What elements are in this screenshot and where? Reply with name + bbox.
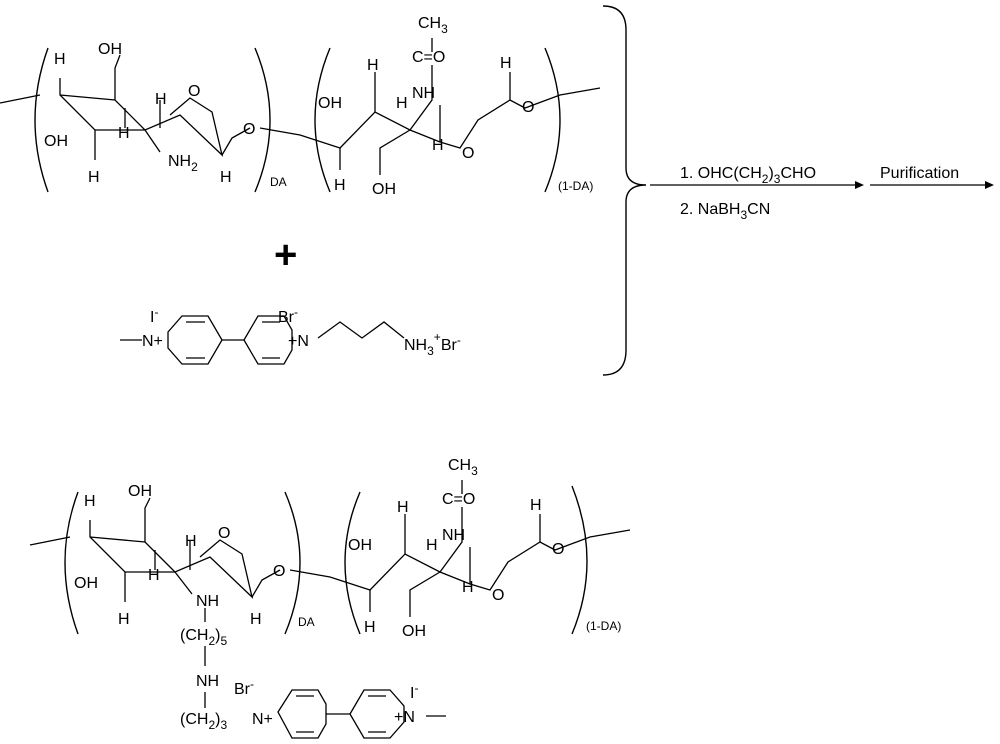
secondary-amine-label: NH	[196, 593, 219, 610]
oh-label: OH	[98, 41, 122, 58]
oh-label: OH	[128, 483, 152, 500]
amide-nh-label: NH	[412, 85, 435, 102]
one-minus-da-label: (1-DA)	[558, 179, 593, 193]
h-label: H	[84, 493, 96, 510]
bromide-label: Br-	[278, 305, 298, 326]
left-paren	[344, 491, 361, 635]
bromide-label: Br-	[234, 677, 254, 698]
reaction-arrow-step1: 1. OHC(CH2)3CHO 2. NaBH3CN	[650, 165, 864, 222]
oh-label: OH	[44, 133, 68, 150]
reactant-brace	[602, 5, 647, 376]
oh-label: OH	[74, 575, 98, 592]
n-plus-label: +N	[288, 333, 309, 350]
glycosidic-oxygen-label: O	[243, 121, 255, 138]
carbonyl-label: C=O	[412, 49, 445, 66]
h-label: H	[397, 499, 409, 516]
one-minus-da-label: (1-DA)	[586, 619, 621, 633]
reagent-nabh3cn: 2. NaBH3CN	[680, 201, 770, 222]
right-paren	[254, 47, 271, 193]
pentylene-label: (CH2)5	[180, 627, 227, 648]
reagent-glutaraldehyde: 1. OHC(CH2)3CHO	[680, 165, 816, 186]
h-label: H	[185, 533, 197, 550]
secondary-amine-label: NH	[196, 673, 219, 690]
right-paren	[571, 485, 588, 635]
h-label: H	[54, 51, 66, 68]
h-label: H	[462, 579, 474, 596]
n-plus-label: +N	[394, 709, 415, 726]
h-label: H	[334, 177, 346, 194]
h-label: H	[220, 169, 232, 186]
ring-oxygen-label: O	[552, 541, 564, 558]
h-label: H	[396, 95, 408, 112]
viologen-reactant: N+ I- +N Br- NH3+Br-	[120, 305, 461, 365]
ring-oxygen-label: O	[462, 145, 474, 162]
glucosamine-ring: H OH O H OH H NH2 H H O DA	[0, 41, 287, 193]
left-paren	[34, 47, 49, 193]
h-label: H	[432, 137, 444, 154]
glycosidic-oxygen-label: O	[273, 563, 285, 580]
h-label: H	[250, 611, 262, 628]
acetylglucosamine-ring: CH3 C=O NH H H OH H H O O H OH (1-DA)	[259, 15, 601, 198]
da-label: DA	[270, 175, 287, 189]
oh-label: OH	[348, 537, 372, 554]
amide-nh-label: NH	[442, 527, 465, 544]
reaction-arrow-purification: Purification	[870, 165, 994, 189]
oh-label: OH	[372, 181, 396, 198]
oh-label: OH	[318, 95, 342, 112]
left-paren	[314, 47, 331, 193]
pyridinium-ring	[243, 315, 293, 365]
left-paren	[64, 491, 79, 635]
n-plus-label: N+	[142, 333, 163, 350]
propylene-label: (CH2)3	[180, 711, 227, 732]
h-label: H	[426, 537, 438, 554]
carbonyl-label: C=O	[442, 491, 475, 508]
pyridinium-ring	[167, 315, 223, 365]
ring-oxygen-label: O	[522, 99, 534, 116]
da-label: DA	[298, 615, 315, 629]
h-label: H	[88, 169, 100, 186]
ring-oxygen-label: O	[492, 587, 504, 604]
right-paren	[544, 47, 561, 193]
amine-label: NH2	[168, 153, 198, 174]
plus-sign: +	[274, 233, 297, 277]
purification-label: Purification	[880, 165, 959, 182]
ring-oxygen-label: O	[218, 525, 230, 542]
pyridinium-ring	[277, 689, 327, 739]
h-label: H	[118, 125, 130, 142]
iodide-label: I-	[150, 305, 158, 326]
methyl-label: CH3	[418, 15, 448, 36]
chitosan-reactant: H OH O H OH H NH2 H H O DA CH3 C=O	[0, 15, 601, 198]
viologen-chitosan-product: H OH O H OH H NH H H O DA CH3 C=O	[29, 457, 631, 739]
h-label: H	[367, 57, 379, 74]
iodide-label: I-	[410, 681, 418, 702]
h-label: H	[530, 497, 542, 514]
pentyl-linker: (CH2)5 NH (CH2)3	[180, 608, 227, 732]
glucosamine-ring-substituted: H OH O H OH H NH H H O DA	[29, 483, 315, 635]
h-label: H	[364, 619, 376, 636]
ammonium-label: NH3+Br-	[404, 330, 461, 358]
h-label: H	[155, 91, 167, 108]
h-label: H	[148, 567, 160, 584]
oh-label: OH	[402, 623, 426, 640]
acetylglucosamine-ring: CH3 C=O NH H H OH H H O O H OH (1-DA)	[289, 457, 631, 640]
n-plus-label: N+	[252, 711, 273, 728]
right-paren	[284, 491, 301, 635]
h-label: H	[118, 611, 130, 628]
methyl-label: CH3	[448, 457, 478, 478]
ring-oxygen-label: O	[188, 83, 200, 100]
pyridinium-ring	[349, 689, 405, 739]
viologen-moiety: Br- N+ +N I-	[234, 677, 446, 739]
h-label: H	[500, 55, 512, 72]
